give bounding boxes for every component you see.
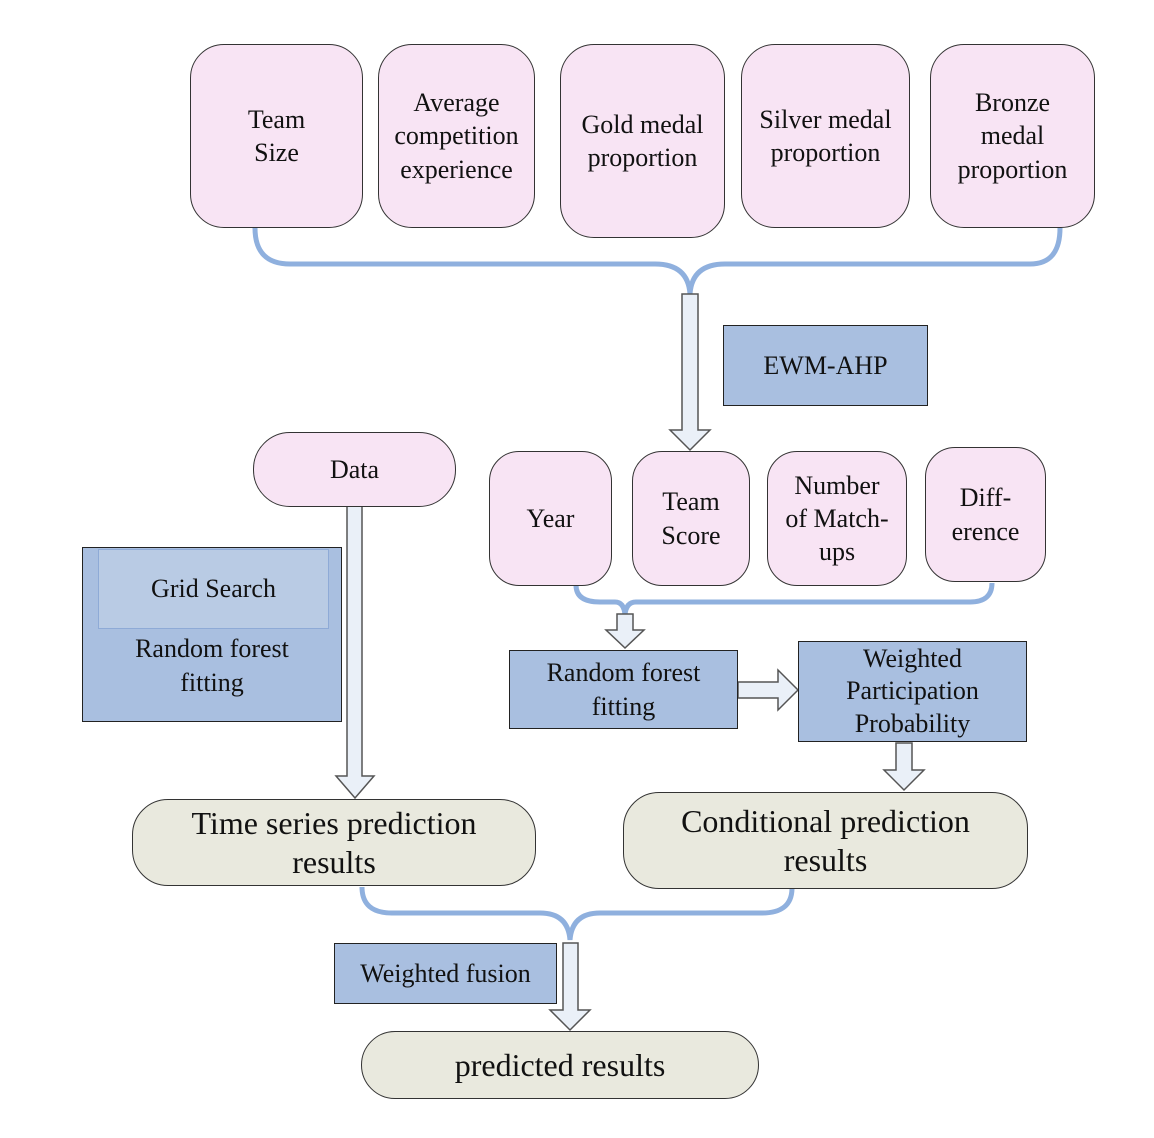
data-node: Data <box>253 432 456 507</box>
feature-team-score: Team Score <box>632 451 750 586</box>
arrow-to-weighted-prob <box>737 668 800 712</box>
conditional-label: Conditional prediction results <box>681 803 970 878</box>
predicted-results: predicted results <box>361 1031 759 1099</box>
grid-search-label: Grid Search <box>151 574 276 604</box>
feature-label: Team Score <box>661 487 721 550</box>
feature-label: Number of Match- ups <box>785 470 889 567</box>
arrow-to-features <box>668 293 712 452</box>
brace-features <box>573 582 995 616</box>
factor-label: Team Size <box>247 104 306 167</box>
feature-year: Year <box>489 451 612 586</box>
factor-silver-proportion: Silver medal proportion <box>741 44 910 228</box>
weighted-probability-label: Weighted Participation Probability <box>846 643 979 738</box>
weighted-fusion-box: Weighted fusion <box>334 943 557 1004</box>
data-label: Data <box>329 454 380 484</box>
factor-bronze-proportion: Bronze medal proportion <box>930 44 1095 228</box>
right-model-box: Random forest fitting <box>509 650 738 729</box>
left-model-label: Random forest fitting <box>135 634 289 697</box>
ewm-ahp-label: EWM-AHP <box>763 350 888 380</box>
time-series-label: Time series prediction results <box>191 805 477 880</box>
factor-label: Average competition experience <box>394 88 519 184</box>
left-model-box: Grid Search Random forest fitting <box>82 547 342 722</box>
feature-matchups: Number of Match- ups <box>767 451 907 586</box>
factor-avg-experience: Average competition experience <box>378 44 535 228</box>
grid-search-box: Grid Search <box>98 549 329 629</box>
right-model-label: Random forest fitting <box>546 658 701 721</box>
feature-label: Diff- erence <box>951 483 1020 546</box>
arrow-to-right-model <box>604 613 646 650</box>
ewm-ahp-box: EWM-AHP <box>723 325 928 406</box>
factor-label: Silver medal proportion <box>759 104 892 167</box>
weighted-fusion-label: Weighted fusion <box>360 958 531 988</box>
arrow-data-to-timeseries <box>334 505 376 800</box>
factor-label: Gold medal proportion <box>581 109 704 172</box>
time-series-results: Time series prediction results <box>132 799 536 886</box>
predicted-results-label: predicted results <box>454 1046 666 1083</box>
arrow-to-final <box>548 942 592 1032</box>
weighted-probability-box: Weighted Participation Probability <box>798 641 1027 742</box>
arrow-to-conditional <box>882 742 926 792</box>
factor-label: Bronze medal proportion <box>957 88 1068 184</box>
conditional-results: Conditional prediction results <box>623 792 1028 889</box>
factor-gold-proportion: Gold medal proportion <box>560 44 725 238</box>
feature-difference: Diff- erence <box>925 447 1046 582</box>
brace-bottom <box>359 886 795 941</box>
feature-label: Year <box>526 503 575 533</box>
factor-team-size: Team Size <box>190 44 363 228</box>
